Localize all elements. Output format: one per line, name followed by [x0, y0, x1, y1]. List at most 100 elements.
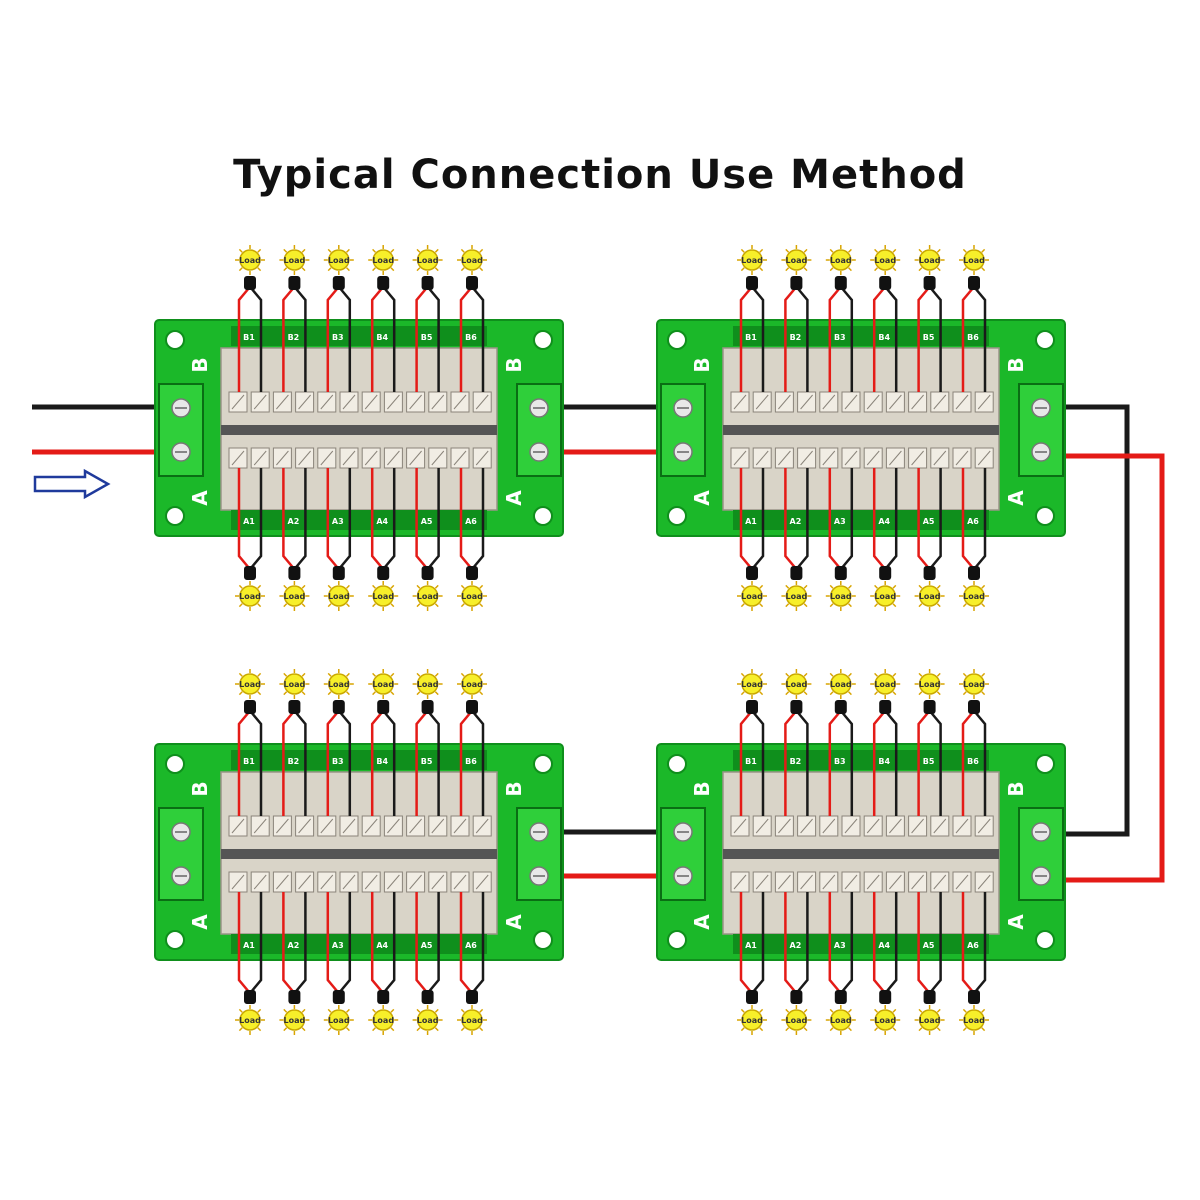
bulb-ray	[434, 248, 439, 253]
load-wire-red	[961, 287, 974, 392]
mounting-hole	[533, 930, 553, 950]
bulb-ray	[892, 672, 897, 677]
load-label: Load	[830, 680, 852, 689]
load-socket	[421, 566, 434, 580]
mounting-hole	[667, 754, 687, 774]
load-socket	[288, 700, 301, 714]
pin-label-bottom: A2	[288, 941, 300, 950]
bulb-glass	[741, 673, 763, 695]
bulb-ray	[372, 672, 376, 677]
bulb-ray	[829, 691, 834, 696]
load-wire-red	[326, 892, 339, 993]
bulb-glass	[239, 673, 261, 695]
load-label: Load	[963, 1016, 985, 1025]
bulb-glass	[416, 585, 439, 607]
bulb-ray	[759, 584, 764, 589]
bulb-ray	[372, 248, 376, 253]
load-wire-red	[784, 892, 797, 993]
bulb-ray	[346, 1027, 350, 1032]
bulb-ray	[918, 248, 923, 253]
terminal-lever-top	[933, 818, 947, 834]
bulb-ray	[346, 1008, 350, 1013]
bulb-ray	[416, 603, 421, 608]
bulb-ray	[981, 267, 986, 272]
mounting-hole	[165, 754, 185, 774]
load-label: Load	[284, 680, 306, 689]
load-wire-black	[796, 287, 809, 392]
terminal-lever-top	[733, 394, 747, 410]
pin-label-top: B5	[421, 333, 433, 342]
terminal-lever-bottom	[844, 874, 858, 890]
bulb-ray	[460, 672, 465, 677]
load-label: Load	[919, 256, 941, 265]
bulb-ray	[460, 248, 465, 253]
pin-label-top: B4	[878, 333, 890, 342]
load-socket	[288, 276, 301, 290]
label-b-right: B	[1004, 781, 1028, 796]
bulb-ray	[434, 603, 439, 608]
load-label: Load	[919, 1016, 941, 1025]
load-label: Load	[786, 592, 808, 601]
load-bulb-icon: Load	[959, 1005, 989, 1035]
bulb-ray	[416, 672, 421, 677]
label-a-left: A	[188, 914, 212, 930]
label-b-left: B	[690, 357, 714, 372]
bulb-ray	[416, 248, 421, 253]
bulb-ray	[283, 603, 288, 608]
load-wire-black	[294, 892, 307, 993]
bulb-glass	[461, 1009, 483, 1031]
bulb-ray	[372, 267, 376, 272]
bulb-ray	[803, 1008, 808, 1013]
bulb-ray	[740, 267, 745, 272]
bulb-ray	[257, 267, 262, 272]
pin-label-bottom: A1	[243, 941, 255, 950]
terminal-lever-bottom	[431, 874, 445, 890]
terminal-lever-top	[409, 394, 422, 410]
load-bulb-icon: Load	[235, 245, 265, 275]
terminal-lever-bottom	[822, 874, 836, 890]
bulb-ray	[803, 691, 808, 696]
terminal-lever-bottom	[733, 874, 747, 890]
load-wire-black	[752, 468, 765, 569]
terminal-lever-top	[755, 818, 769, 834]
label-a-left: A	[690, 490, 714, 506]
bulb-ray	[283, 267, 288, 272]
load-label: Load	[328, 1016, 350, 1025]
terminal-lever-top	[320, 818, 334, 834]
terminal-lever-top	[822, 394, 836, 410]
terminal-lever-bottom	[889, 874, 902, 890]
load-wire-red	[459, 892, 472, 993]
bulb-ray	[785, 267, 790, 272]
bulb-ray	[390, 1027, 395, 1032]
terminal-lever-bottom	[755, 450, 769, 466]
terminal-lever-top	[453, 818, 467, 834]
label-a-left: A	[188, 490, 212, 506]
bulb-ray	[759, 1008, 764, 1013]
bulb-ray	[372, 603, 376, 608]
load-wire-black	[427, 892, 440, 993]
load-wire-black	[929, 711, 942, 816]
load-socket	[790, 700, 803, 714]
bulb-ray	[918, 267, 923, 272]
terminal-lever-top	[342, 818, 356, 834]
load-bulb-icon: Load	[457, 245, 487, 275]
mounting-hole	[1035, 930, 1055, 950]
pin-strip-top	[733, 750, 989, 770]
load-bulb-icon: Load	[323, 581, 354, 611]
load-wire-red	[961, 892, 974, 993]
load-label: Load	[328, 592, 350, 601]
bulb-ray	[759, 248, 764, 253]
bulb-ray	[874, 584, 878, 589]
bulb-glass	[963, 673, 985, 695]
bulb-ray	[257, 1008, 262, 1013]
bulb-ray	[892, 584, 897, 589]
load-label: Load	[284, 592, 306, 601]
load-bulb-icon: Load	[959, 245, 989, 275]
left-connector	[158, 383, 204, 477]
bulb-ray	[238, 1008, 243, 1013]
load-label: Load	[830, 1016, 852, 1025]
bulb-ray	[874, 1027, 878, 1032]
bulb-ray	[848, 1027, 852, 1032]
terminal-lever-bottom	[276, 450, 289, 466]
